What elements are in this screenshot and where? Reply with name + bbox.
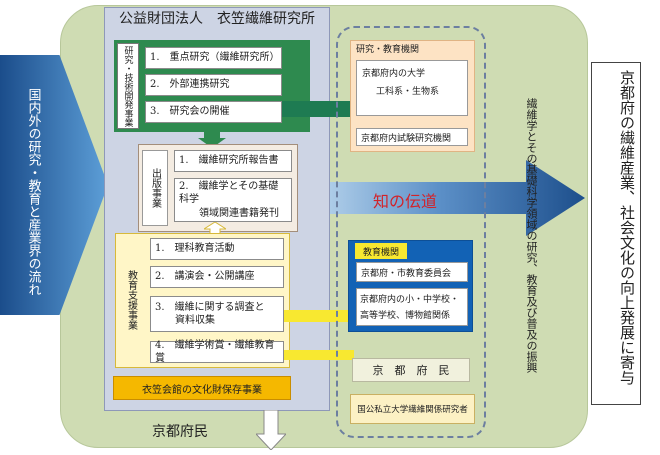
university-box [356, 60, 468, 116]
research-item: 3. 研究会の開催 [145, 101, 282, 123]
award-connector [284, 350, 354, 360]
bottom-citizens-label: 京都府民 [152, 424, 208, 440]
research-institute-box: 京都府内試験研究機関 [356, 128, 468, 146]
education-item: 4. 繊維学術賞・繊維教育賞 [150, 340, 284, 364]
outcome-box [591, 62, 641, 405]
schools-line: 高等学校、博物館関係 [360, 311, 451, 321]
citizens-box: 京 都 府 民 [352, 358, 470, 382]
education-section-label: 教育支援事業 [125, 270, 137, 330]
down-arrow-green [198, 130, 226, 148]
research-connector [282, 101, 352, 117]
education-item: 1. 理科教育活動 [150, 238, 284, 260]
publication-section-label: 出版事業 [142, 150, 168, 226]
publication-item: 2. 繊維学とその基礎科学 領域関連書籍発刊 [174, 178, 292, 222]
outcome-text: 京都府の繊維産業、社会文化の向上発展に寄与 [618, 70, 636, 385]
promotion-text: 繊維学とその基礎科学領域の研究、教育及び普及の振興 [525, 98, 538, 373]
knowledge-arrow [296, 160, 585, 236]
university-line: 京都府内の大学 [362, 69, 426, 79]
heritage-box: 衣笠会館の文化財保存事業 [113, 376, 291, 400]
inflow-arrow-label: 国内外の研究・教育と産業界の流れ [25, 88, 41, 296]
education-board-box: 京都府・市教育委員会 [356, 262, 468, 282]
edu-orgs-header: 教育機関 [355, 243, 407, 259]
research-item: 1. 重点研究（繊維研究所） [145, 47, 282, 69]
schools-box [356, 288, 468, 326]
up-arrow-yellow [204, 222, 226, 236]
institute-title: 公益財団法人 衣笠繊維研究所 [119, 11, 315, 27]
university-researchers-box: 国公私立大学繊維関係研究者 [350, 394, 475, 424]
research-section-label: 研究・技術開発事業 [117, 43, 139, 129]
schools-line: 京都府内の小・中学校・ [360, 295, 460, 305]
inflow-arrow [0, 55, 108, 315]
research-orgs-header: 研究・教育機関 [356, 45, 420, 55]
partner-column [336, 26, 486, 438]
down-arrow-white [256, 410, 286, 450]
research-item: 2. 外部連携研究 [145, 74, 282, 96]
knowledge-arrow-label: 知の伝道 [372, 192, 437, 211]
education-item: 3. 繊維に関する調査と 資料収集 [150, 296, 284, 332]
university-field-line: 工科系・生物系 [376, 87, 440, 97]
publication-item: 1. 繊維研究所報告書 [174, 150, 292, 172]
education-item: 2. 講演会・公開講座 [150, 266, 284, 288]
